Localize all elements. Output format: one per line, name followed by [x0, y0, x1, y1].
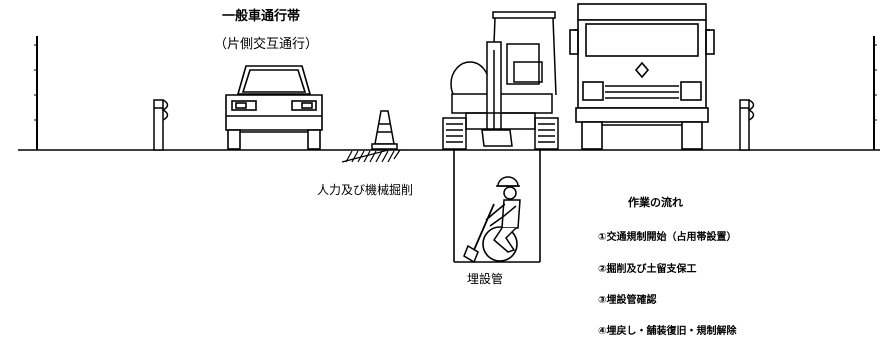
workflow-step: ④埋戻し・舗装復旧・規制解除 — [598, 324, 737, 337]
excavator — [442, 11, 559, 150]
excavation-pit — [453, 150, 541, 263]
excavation-label: 人力及び機械掘削 — [317, 182, 413, 197]
workflow-step: ①交通規制開始（占用帯設置） — [598, 230, 736, 243]
hatched-ground — [341, 148, 401, 163]
workflow-title: 作業の流れ — [628, 195, 683, 209]
dump-truck — [569, 3, 715, 150]
workflow-step: ②掘削及び土留支保工 — [598, 262, 696, 275]
barrier-post-right — [739, 99, 755, 151]
passenger-car — [225, 65, 323, 150]
traffic-cone — [371, 110, 398, 150]
pipe-label: 埋設管 — [467, 271, 503, 286]
diagram-title: 一般車通行帯 — [222, 8, 300, 24]
fence-left — [34, 36, 38, 150]
diagram-subtitle: （片側交互通行） — [214, 36, 318, 52]
barrier-post-left — [153, 99, 169, 151]
worker — [463, 176, 521, 264]
fence-right — [873, 36, 877, 150]
workflow-step: ③埋設管確認 — [598, 293, 656, 306]
